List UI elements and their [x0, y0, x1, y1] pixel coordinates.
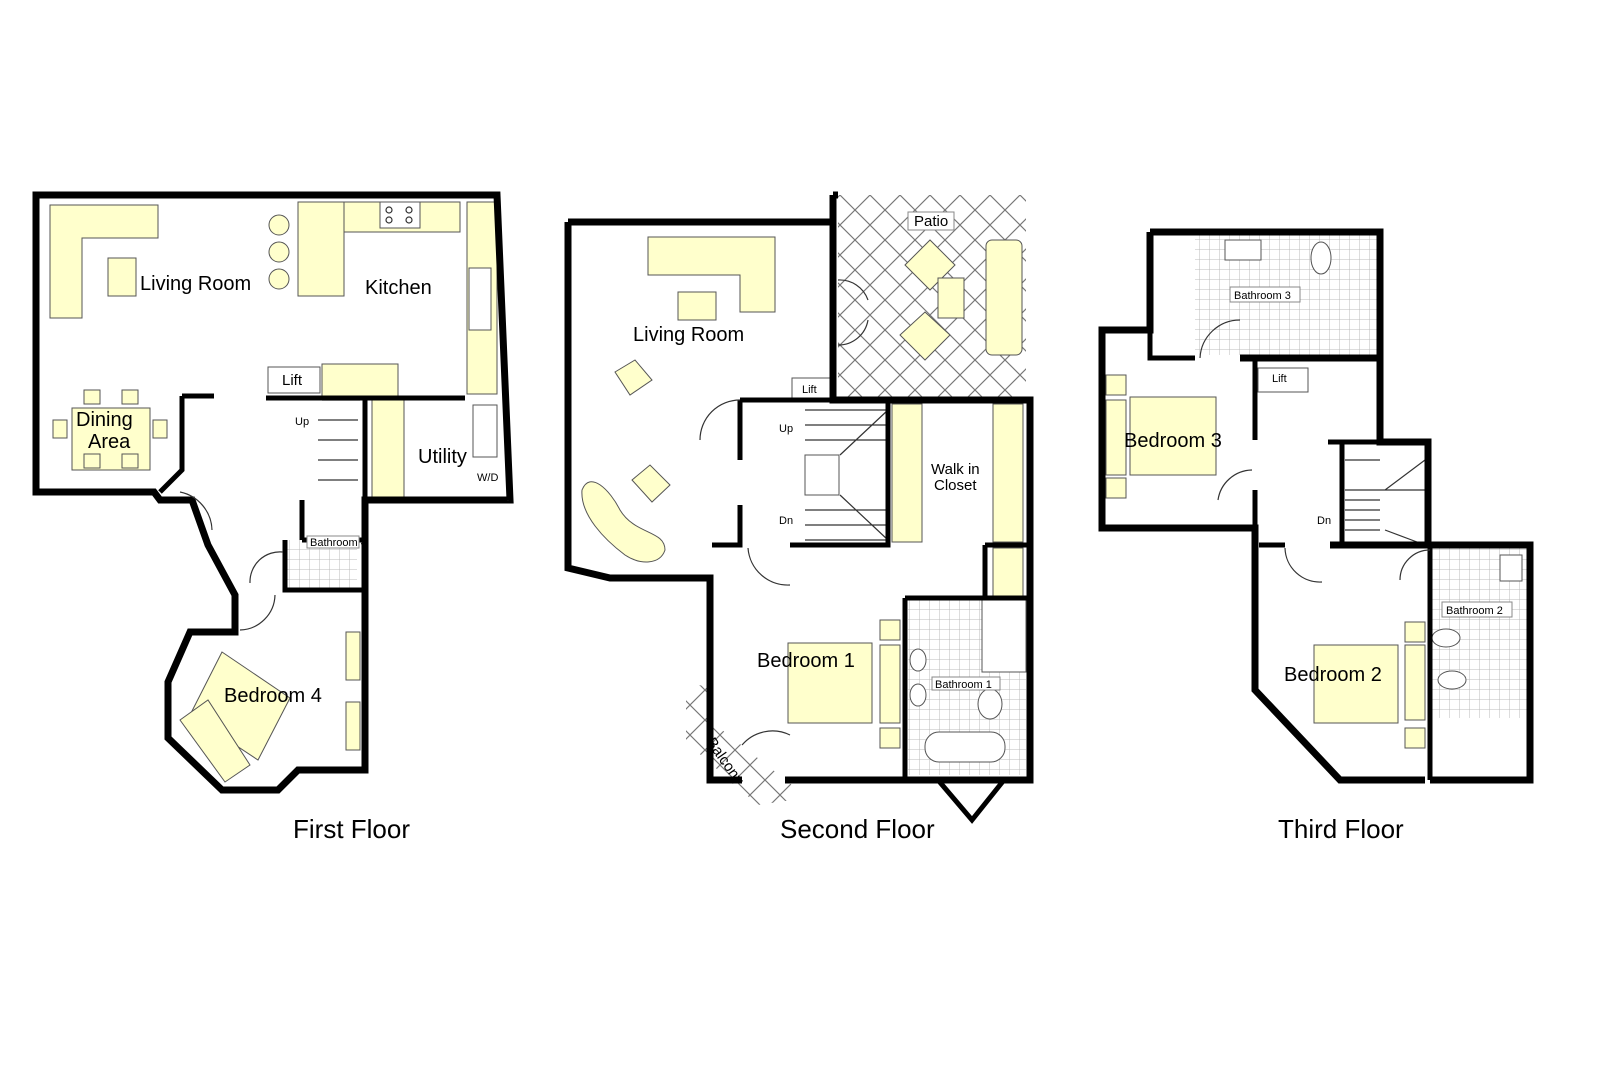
floor-title: Second Floor	[780, 814, 935, 844]
room-label: Bathroom 4	[310, 537, 367, 549]
first-floor: Living Room Kitchen Dining Area Lift Up …	[32, 191, 514, 844]
room-label: Patio	[914, 213, 948, 230]
room-label: Dining	[76, 409, 133, 431]
room-label: Lift	[282, 372, 303, 389]
stair-label: Dn	[779, 515, 793, 527]
floor-title: Third Floor	[1278, 814, 1404, 844]
room-label: Bathroom 1	[935, 679, 992, 691]
room-label: Lift	[1272, 373, 1287, 385]
room-label: Bedroom 2	[1284, 664, 1382, 686]
floor-title: First Floor	[293, 814, 410, 844]
room-label: Utility	[418, 446, 467, 468]
room-label: Bedroom 3	[1124, 430, 1222, 452]
room-label: Lift	[802, 384, 817, 396]
stair-label: Up	[295, 416, 309, 428]
room-label: Bathroom 2	[1446, 605, 1503, 617]
stair-label: Up	[779, 423, 793, 435]
room-label: Bathroom 3	[1234, 290, 1291, 302]
second-floor: Patio Living Room Lift Up Dn Walk in Clo…	[564, 191, 1034, 844]
room-label: Living Room	[140, 273, 251, 295]
third-floor: Bathroom 3 Lift Bedroom 3 Dn Bathroom 2 …	[1098, 228, 1534, 844]
room-label: W/D	[477, 472, 498, 484]
room-label: Kitchen	[365, 277, 432, 299]
room-label: Closet	[934, 477, 977, 494]
room-label: Bedroom 1	[757, 650, 855, 672]
room-label: Bedroom 4	[224, 685, 322, 707]
room-label: Living Room	[633, 324, 744, 346]
room-label: Walk in	[931, 461, 980, 478]
room-label: Area	[88, 431, 131, 453]
stair-label: Dn	[1317, 515, 1331, 527]
